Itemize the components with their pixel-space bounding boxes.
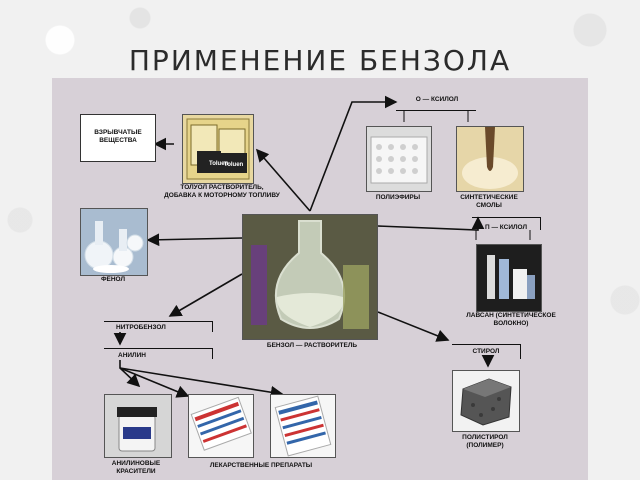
aniline-label: АНИЛИН xyxy=(118,352,146,359)
toluene-label: ТОЛУОЛ РАСТВОРИТЕЛЬ, ДОБАВКА К МОТОРНОМУ… xyxy=(164,184,280,199)
toluene-can-text-2: Toluen xyxy=(224,162,244,168)
toluene-can-icon: Toluen Toluen xyxy=(186,118,250,180)
styrene-label: СТИРОЛ xyxy=(472,348,500,355)
lavsan-label: ЛАВСАН (СИНТЕТИЧЕСКОЕ ВОЛОКНО) xyxy=(466,312,556,327)
lavsan-image xyxy=(476,244,542,312)
phenol-image xyxy=(80,208,148,276)
o-xylene-label: О — КСИЛОЛ xyxy=(415,96,459,103)
diagram-panel: БЕНЗОЛ — РАСТВОРИТЕЛЬ ВЗРЫВЧАТЫЕ ВЕЩЕСТВ… xyxy=(52,78,588,480)
slide-title: ПРИМЕНЕНИЕ БЕНЗОЛА xyxy=(128,44,512,77)
toluene-can-text: Toluen xyxy=(209,161,229,167)
styrene-bracket xyxy=(452,344,521,359)
p-xylene-bracket xyxy=(472,217,541,230)
polyesters-label: ПОЛИЭФИРЫ xyxy=(375,194,421,201)
toluene-image: Toluen Toluen xyxy=(182,114,254,184)
o-xylene-bracket xyxy=(396,94,476,111)
phenol-flasks-icon xyxy=(81,209,147,275)
benzene-flask-image xyxy=(242,214,378,340)
explosives-box: ВЗРЫВЧАТЫЕ ВЕЩЕСТВА xyxy=(80,114,156,162)
dyes-image xyxy=(104,394,172,458)
dyes-label: АНИЛИНОВЫЕ КРАСИТЕЛИ xyxy=(111,460,161,475)
dye-jar-icon xyxy=(105,395,171,457)
phenol-label: ФЕНОЛ xyxy=(100,276,126,283)
nitrobenzene-label: НИТРОБЕНЗОЛ xyxy=(116,324,166,331)
resin-pour-icon xyxy=(457,127,523,191)
medicines-label: ЛЕКАРСТВЕННЫЕ ПРЕПАРАТЫ xyxy=(209,462,313,469)
polystyrene-label: ПОЛИСТИРОЛ (ПОЛИМЕР) xyxy=(462,434,508,449)
synthetic-resins-image xyxy=(456,126,524,192)
fiber-spools-icon xyxy=(477,245,541,311)
arrows xyxy=(113,95,531,399)
medicines-image-1 xyxy=(188,394,254,458)
mattress-icon xyxy=(367,127,431,191)
polystyrene-image xyxy=(452,370,520,432)
pill-pack-icon xyxy=(271,395,335,457)
p-xylene-label: П — КСИЛОЛ xyxy=(484,224,528,231)
nitrobenzene-bracket xyxy=(104,321,213,332)
pill-blister-icon xyxy=(189,395,253,457)
polystyrene-block-icon xyxy=(453,371,519,431)
polyesters-image xyxy=(366,126,432,192)
flask-icon xyxy=(243,215,377,339)
explosives-label: ВЗРЫВЧАТЫЕ ВЕЩЕСТВА xyxy=(94,129,142,144)
center-label: БЕНЗОЛ — РАСТВОРИТЕЛЬ xyxy=(266,342,358,349)
medicines-image-2 xyxy=(270,394,336,458)
synthetic-resins-label: СИНТЕТИЧЕСКИЕ СМОЛЫ xyxy=(460,194,518,209)
aniline-bracket xyxy=(104,348,213,359)
